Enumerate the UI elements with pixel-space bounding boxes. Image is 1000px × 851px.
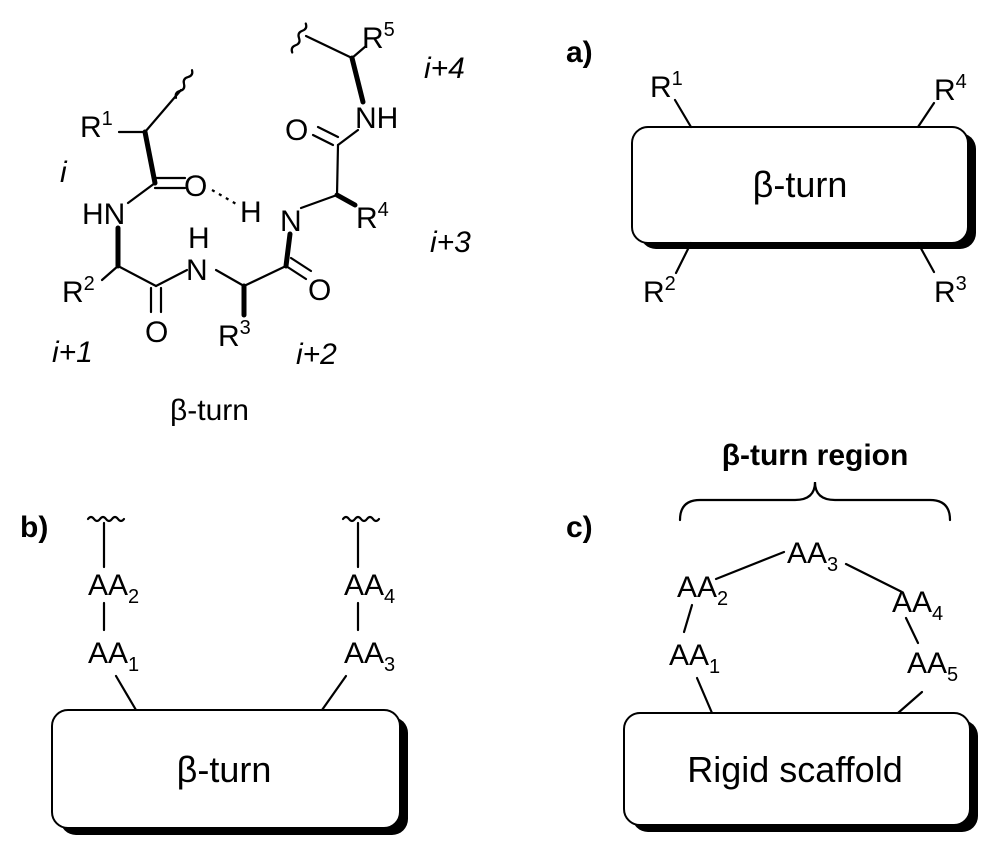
- hydrogen-bond: [211, 189, 239, 206]
- bond: [114, 674, 138, 712]
- position-i3-label: i+3: [430, 226, 471, 259]
- bond: [844, 562, 904, 594]
- position-i1-label: i+1: [52, 336, 93, 369]
- bond: [350, 44, 368, 60]
- beta-turn-box: [631, 126, 969, 244]
- position-i2-label: i+2: [296, 338, 337, 371]
- aa5-label: AA5: [907, 647, 958, 686]
- panel-c-letter: c): [566, 511, 593, 544]
- bond: [682, 603, 694, 634]
- oxygen-label: O: [184, 170, 207, 203]
- r3-label: R3: [934, 273, 967, 309]
- bond: [714, 550, 786, 581]
- bond: [143, 88, 183, 134]
- oxygen-label: O: [308, 274, 331, 307]
- position-i-label: i: [60, 156, 68, 189]
- r3-label: R3: [218, 317, 251, 353]
- position-i4-label: i+4: [424, 52, 465, 85]
- aa1-label: AA1: [88, 637, 139, 676]
- wavy-bond-left: [174, 69, 194, 99]
- region-brace: [678, 481, 952, 522]
- bond: [126, 181, 157, 205]
- structure-caption: β-turn: [170, 394, 249, 427]
- bond-bold: [349, 55, 366, 105]
- bond: [304, 34, 354, 60]
- bond: [214, 268, 246, 288]
- carbonyl-double-bond: [289, 256, 313, 273]
- r2-label: R2: [62, 273, 95, 309]
- bond: [904, 616, 920, 645]
- panel-c: c) β-turn region AA3 AA2 AA4 AA1 AA5 Rig…: [566, 439, 978, 832]
- substituent-bond: [916, 101, 936, 129]
- aa3-label: AA3: [344, 637, 395, 676]
- substituent-bond: [916, 241, 936, 274]
- box-label: β-turn: [177, 749, 272, 790]
- bond: [154, 268, 189, 288]
- wavy-bond-left: [86, 515, 126, 523]
- box-label: β-turn: [753, 164, 848, 205]
- carbonyl-double-bond: [316, 125, 340, 139]
- bond: [116, 264, 158, 288]
- wavy-bond-right: [341, 515, 381, 523]
- oxygen-label: O: [145, 316, 168, 349]
- panel-a: a) β-turn R1 R4 R2 R3: [566, 36, 976, 309]
- nh-top-label: NH: [355, 102, 398, 135]
- aa4-label: AA4: [344, 569, 395, 608]
- r5-label: R5: [362, 19, 395, 55]
- carbonyl-double-bond: [311, 133, 335, 147]
- beta-turn-box: [51, 709, 401, 829]
- substituent-bond: [674, 241, 693, 275]
- beta-turn-structure: R1 O HN H N H N R2 O R3 O R4 O NH R5 i i…: [52, 19, 471, 427]
- oxygen-label: O: [285, 114, 308, 147]
- wavy-bond-right: [290, 22, 308, 54]
- r1-label: R1: [650, 68, 683, 104]
- bond: [896, 690, 924, 715]
- aa2-label: AA2: [677, 571, 728, 610]
- hydrogen-label: H: [240, 196, 262, 229]
- r4-label: R4: [356, 199, 389, 235]
- bond: [336, 128, 360, 147]
- aa1-label: AA1: [669, 639, 720, 678]
- bond: [100, 264, 120, 282]
- bond-bold: [334, 192, 358, 208]
- substituent-bond: [673, 98, 693, 129]
- bond: [335, 143, 340, 197]
- bond: [242, 264, 288, 288]
- r2-label: R2: [643, 273, 676, 309]
- aa4-label: AA4: [892, 586, 943, 625]
- bond: [299, 193, 339, 210]
- region-label: β-turn region: [722, 439, 909, 472]
- nh-label: HN: [82, 198, 125, 231]
- r4-label: R4: [934, 71, 967, 107]
- n-label: N: [186, 254, 208, 287]
- bond-bold: [142, 129, 158, 186]
- h-label: H: [188, 222, 210, 255]
- aa3-label: AA3: [787, 537, 838, 576]
- panel-b-letter: b): [20, 511, 48, 544]
- aa2-label: AA2: [88, 569, 139, 608]
- bond-bold: [283, 231, 293, 269]
- bond: [320, 674, 348, 712]
- box-label: Rigid scaffold: [687, 749, 902, 790]
- bond: [695, 676, 714, 715]
- nitrogen-label: N: [280, 205, 302, 238]
- panel-b: b) AA2 AA1 AA4 AA3 β-turn: [20, 511, 408, 835]
- r1-label: R1: [80, 108, 113, 144]
- rigid-scaffold-box: [623, 712, 971, 826]
- carbonyl-double-bond: [284, 264, 308, 281]
- panel-a-letter: a): [566, 36, 593, 69]
